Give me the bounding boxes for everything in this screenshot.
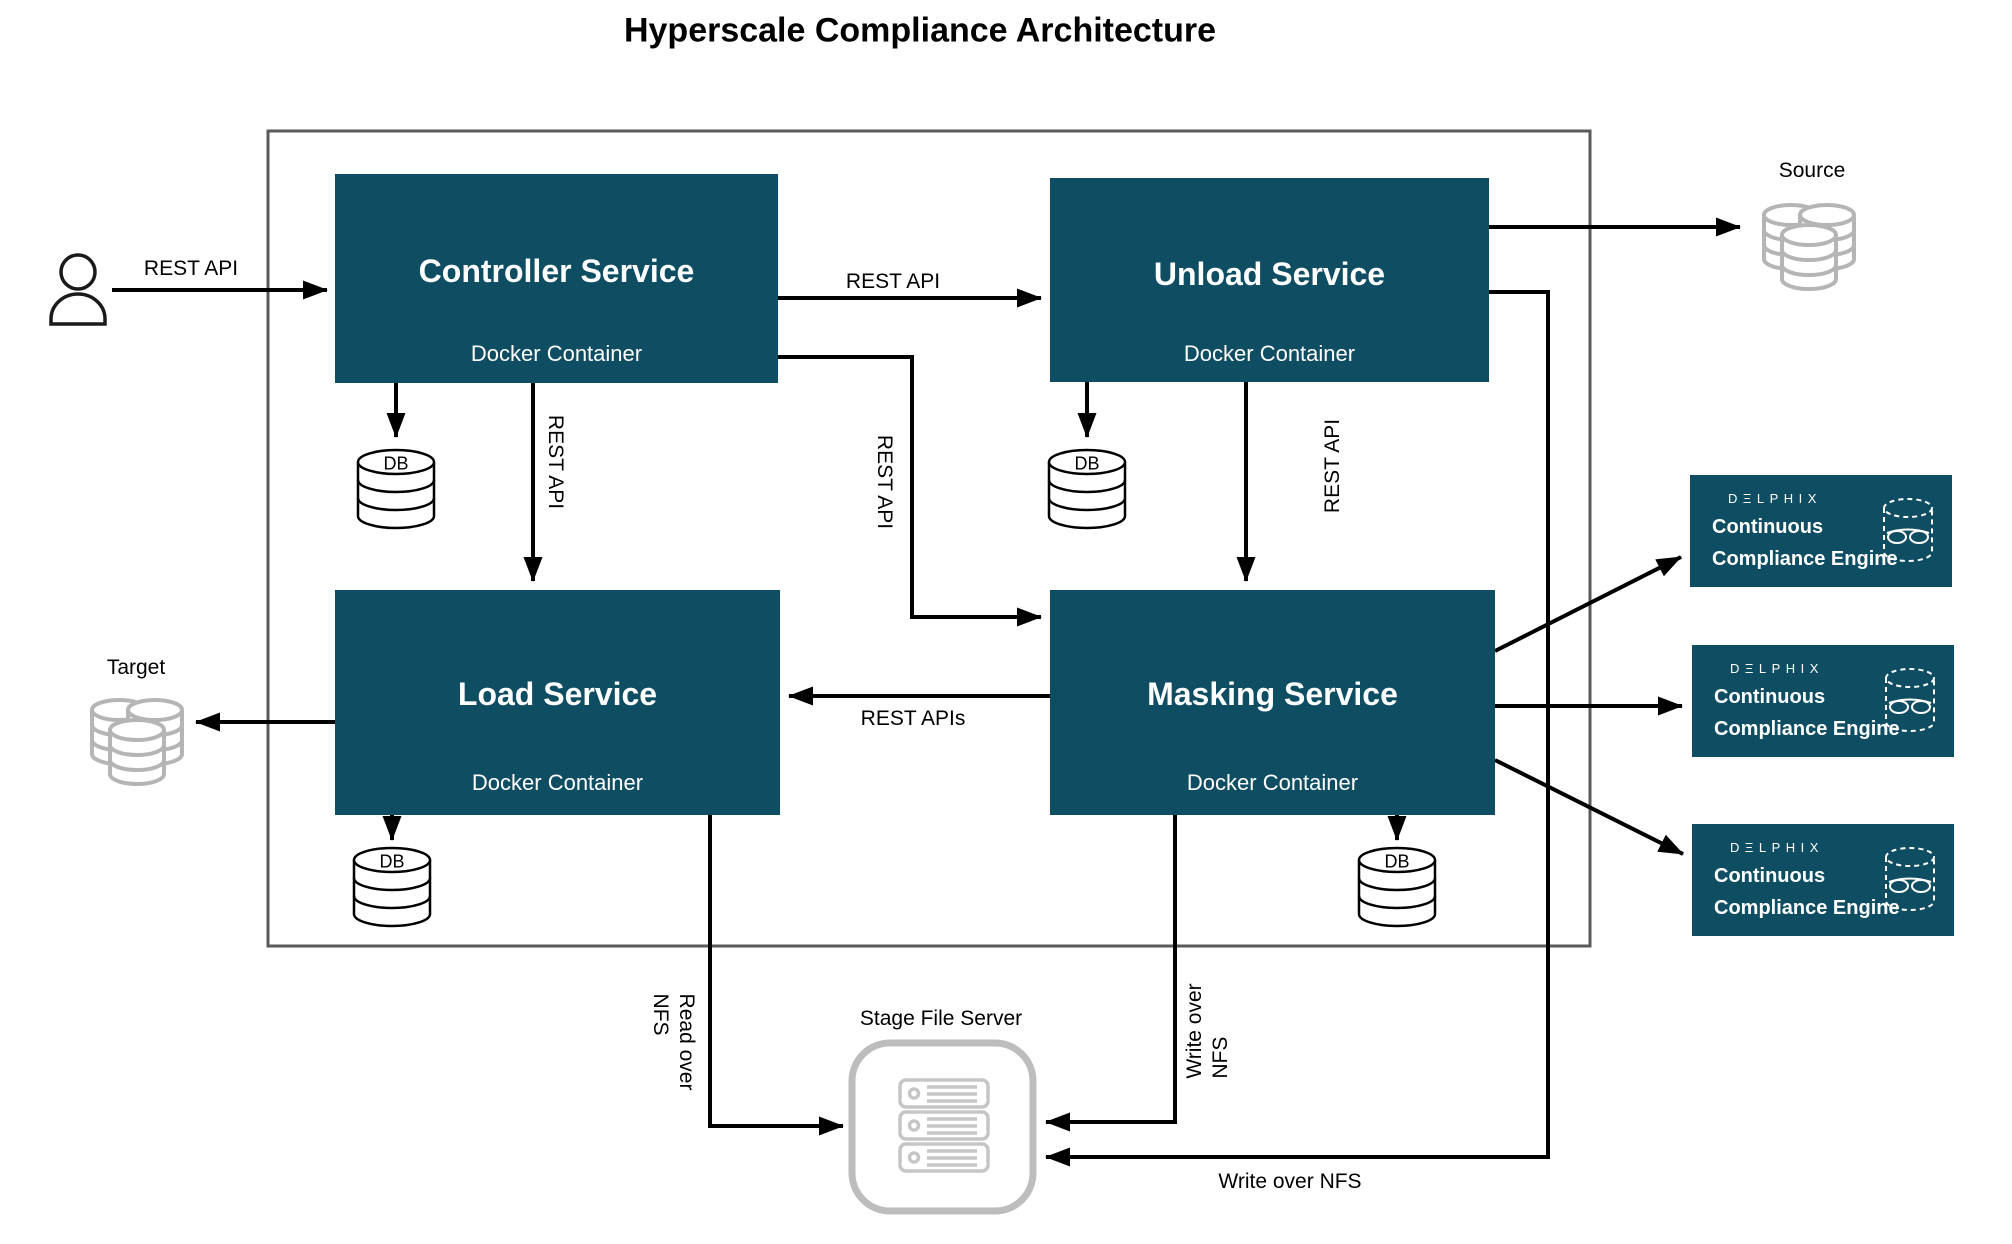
edges <box>112 217 1741 1167</box>
db-badge: DB <box>1384 851 1410 872</box>
label-source: Source <box>1778 159 1846 182</box>
masked-database-icon <box>1885 668 1935 732</box>
user-icon <box>49 253 107 326</box>
label-write-over-nfs-bottom: Write over NFS <box>1218 1170 1362 1193</box>
edge-masking-to-engine-1 <box>1494 555 1682 653</box>
label-rest-apis-masking-load: REST APIs <box>860 707 966 730</box>
compliance-engine-box-2: DΞLPHIX Continuous Compliance Engine <box>1692 645 1954 757</box>
db-badge: DB <box>1074 453 1100 474</box>
label-rest-api-controller-unload: REST API <box>845 270 941 293</box>
edge-masking-to-engine-3 <box>1494 758 1684 856</box>
unload-service-name: Unload Service <box>1153 255 1386 292</box>
masking-service-subtitle: Docker Container <box>1186 770 1359 795</box>
controller-service-subtitle: Docker Container <box>470 341 643 367</box>
label-rest-api-unload-masking: REST API <box>1321 418 1344 514</box>
engine-line2: Compliance Engine <box>1714 897 1900 919</box>
load-service-name: Load Service <box>457 675 658 712</box>
edge-masking-to-stage <box>1045 815 1177 1132</box>
engine-line1: Continuous <box>1714 865 1826 887</box>
db-badge: DB <box>383 453 409 474</box>
edge-load-to-stage <box>708 815 844 1136</box>
edge-controller-to-masking <box>778 355 1042 627</box>
source-database-icon <box>1764 205 1854 289</box>
edge-unload-to-stage <box>1045 290 1550 1167</box>
load-service-box: Load Service Docker Container <box>335 590 780 815</box>
controller-service-box: Controller Service Docker Container <box>335 174 778 383</box>
engine-line2: Compliance Engine <box>1714 718 1900 740</box>
masked-database-icon <box>1883 498 1933 562</box>
compliance-engine-box-3: DΞLPHIX Continuous Compliance Engine <box>1692 824 1954 936</box>
label-rest-api-controller-load: REST API <box>544 414 567 510</box>
delphix-logo: DΞLPHIX <box>1728 491 1822 506</box>
target-database-icon <box>92 700 182 784</box>
label-rest-api-controller-masking: REST API <box>873 434 896 530</box>
compliance-engine-box-1: DΞLPHIX Continuous Compliance Engine <box>1690 475 1952 587</box>
diagram-title: Hyperscale Compliance Architecture <box>623 11 1217 50</box>
engine-line1: Continuous <box>1712 516 1824 538</box>
outer-container-border <box>266 129 1592 948</box>
label-write-over-nfs-vertical: Write over NFS <box>1183 983 1232 1079</box>
label-stage-file-server: Stage File Server <box>859 1007 1023 1030</box>
unload-service-subtitle: Docker Container <box>1183 341 1356 367</box>
masked-database-icon <box>1885 847 1935 911</box>
masking-service-box: Masking Service Docker Container <box>1050 590 1495 815</box>
controller-service-name: Controller Service <box>418 253 695 290</box>
db-badge: DB <box>379 851 405 872</box>
stage-file-server-icon <box>848 1039 1037 1215</box>
engine-line2: Compliance Engine <box>1712 548 1898 570</box>
engine-line1: Continuous <box>1714 686 1826 708</box>
delphix-logo: DΞLPHIX <box>1730 840 1824 855</box>
delphix-logo: DΞLPHIX <box>1730 661 1824 676</box>
label-read-over-nfs: Read over NFS <box>649 993 698 1091</box>
label-target: Target <box>106 656 166 679</box>
load-service-subtitle: Docker Container <box>471 770 644 795</box>
label-rest-api-user: REST API <box>143 257 239 280</box>
masking-service-name: Masking Service <box>1147 675 1398 712</box>
unload-service-box: Unload Service Docker Container <box>1050 178 1489 382</box>
